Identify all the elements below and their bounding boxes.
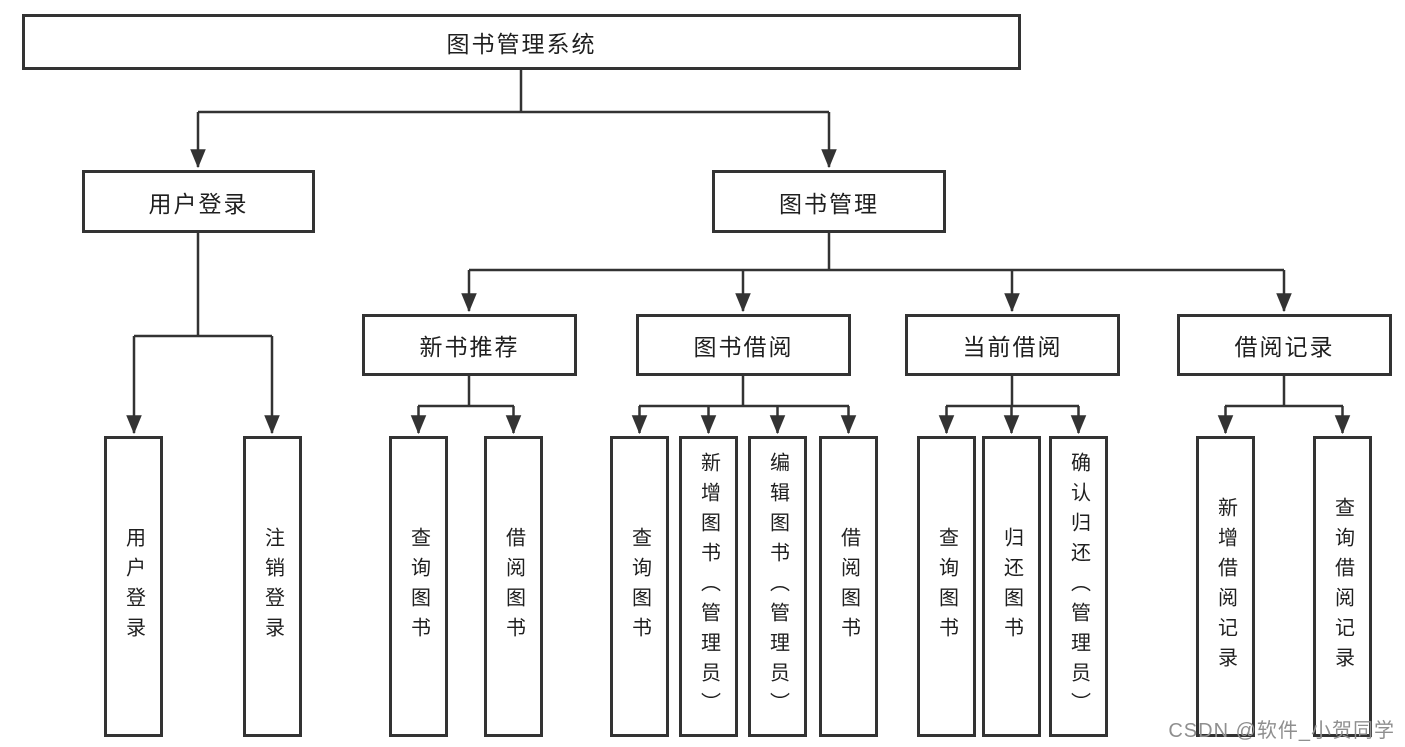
leaf-return-books-label: 归还图书 [1000,526,1023,647]
leaf-query-books-borrowing: 查询图书 [610,436,669,737]
leaf-edit-book-admin: 编辑图书（管理员） [748,436,807,737]
leaf-user-login: 用户登录 [104,436,163,737]
node-borrowing-records: 借阅记录 [1177,314,1392,376]
leaf-logout: 注销登录 [243,436,302,737]
node-book-borrowing: 图书借阅 [636,314,851,376]
leaf-edit-book-admin-label: 编辑图书（管理员） [766,451,789,722]
node-current-borrowing: 当前借阅 [905,314,1120,376]
leaf-query-borrow-record: 查询借阅记录 [1313,436,1372,737]
leaf-confirm-return-admin: 确认归还（管理员） [1049,436,1108,737]
leaf-logout-label: 注销登录 [261,526,284,647]
leaf-query-books-borrowing-label: 查询图书 [628,526,651,647]
leaf-add-book-admin-label: 新增图书（管理员） [697,451,720,722]
leaf-borrow-books-recommend-label: 借阅图书 [502,526,525,647]
node-root: 图书管理系统 [22,14,1021,70]
leaf-query-books-recommend-label: 查询图书 [407,526,430,647]
node-user-login: 用户登录 [82,170,315,233]
leaf-add-borrow-record: 新增借阅记录 [1196,436,1255,737]
node-new-book-recommend: 新书推荐 [362,314,577,376]
csdn-watermark: CSDN @软件_小贺同学 [1168,720,1395,742]
leaf-user-login-label: 用户登录 [122,526,145,647]
node-book-management: 图书管理 [712,170,946,233]
leaf-query-books-recommend: 查询图书 [389,436,448,737]
leaf-add-book-admin: 新增图书（管理员） [679,436,738,737]
leaf-borrow-books-borrowing-label: 借阅图书 [837,526,860,647]
leaf-confirm-return-admin-label: 确认归还（管理员） [1067,451,1090,722]
leaf-borrow-books-borrowing: 借阅图书 [819,436,878,737]
leaf-return-books: 归还图书 [982,436,1041,737]
leaf-borrow-books-recommend: 借阅图书 [484,436,543,737]
leaf-add-borrow-record-label: 新增借阅记录 [1214,496,1237,677]
leaf-query-books-current: 查询图书 [917,436,976,737]
leaf-query-books-current-label: 查询图书 [935,526,958,647]
leaf-query-borrow-record-label: 查询借阅记录 [1331,496,1354,677]
